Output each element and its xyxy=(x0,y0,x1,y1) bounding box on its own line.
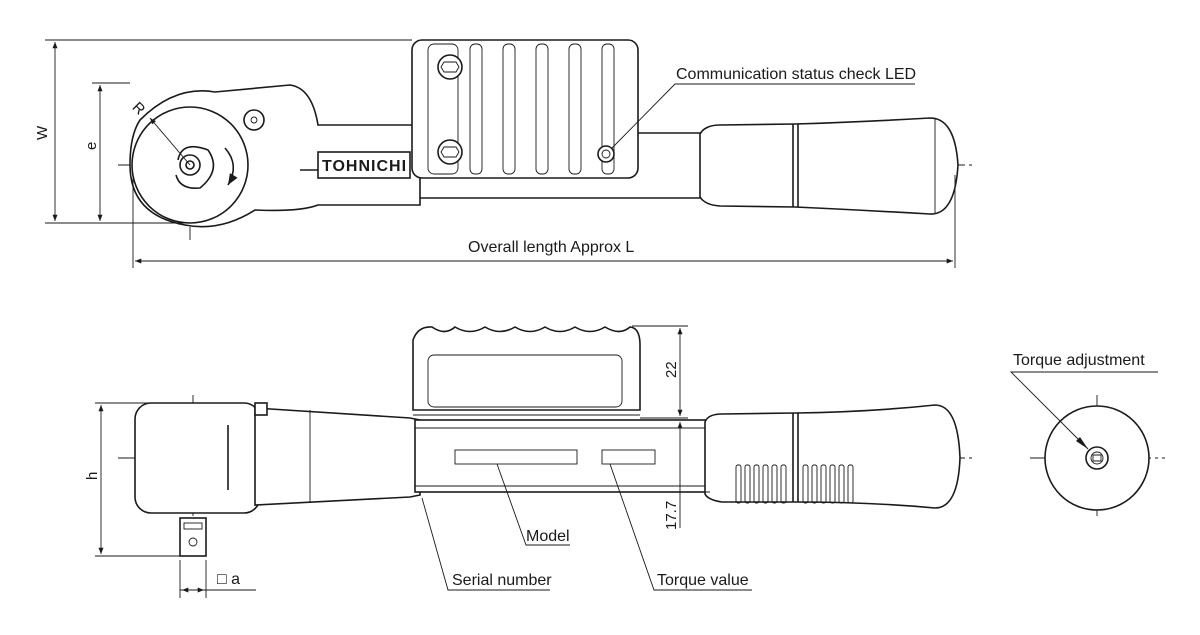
led-label: Communication status check LED xyxy=(676,66,916,83)
dim-22-label: 22 xyxy=(663,361,680,378)
torque-value-plate xyxy=(601,449,656,465)
square-a-label: □ a xyxy=(217,571,240,588)
ratchet-inner xyxy=(179,154,201,176)
torque-adjustment-label: Torque adjustment xyxy=(1013,352,1145,369)
side-head xyxy=(134,402,261,514)
torque-value-label: Torque value xyxy=(657,572,749,589)
top-grip xyxy=(699,117,959,215)
model-plate xyxy=(454,449,578,465)
rotation-arrow-icon xyxy=(224,147,238,186)
side-box xyxy=(412,326,641,411)
r-leader xyxy=(149,117,191,166)
overall-length-label: Overall length Approx L xyxy=(468,239,634,256)
serial-number-label: Serial number xyxy=(452,572,552,589)
screw-bottom-icon xyxy=(437,139,463,165)
led-icon xyxy=(597,145,615,163)
pin-circle xyxy=(243,109,265,131)
side-grip xyxy=(704,404,961,509)
end-view: Torque adjustment xyxy=(1009,352,1165,520)
serial-leader xyxy=(421,497,550,591)
e-label: e xyxy=(83,142,100,150)
torque-adjustment-leader xyxy=(1009,371,1158,450)
ratchet-core xyxy=(185,160,195,170)
side-box-window xyxy=(427,354,623,408)
side-view: h 22 17.7 □ a Model Serial number Torque… xyxy=(84,325,975,598)
top-view: TOHNICHI Communication status check LED xyxy=(34,39,975,268)
screw-top-icon xyxy=(437,54,463,80)
box-ribs xyxy=(427,43,615,175)
h-label: h xyxy=(84,472,101,480)
torque-adjustment-socket xyxy=(1085,446,1109,470)
grip-serrations xyxy=(735,464,854,504)
ratchet-lever xyxy=(175,145,215,190)
torque-value-leader xyxy=(609,463,752,591)
pin-core xyxy=(250,116,258,124)
brand-logo: TOHNICHI xyxy=(322,158,407,175)
side-shaft xyxy=(414,419,711,493)
w-label: W xyxy=(34,125,51,140)
model-leader xyxy=(496,463,570,546)
top-ratchet-head xyxy=(129,84,421,228)
model-label: Model xyxy=(526,528,570,545)
dim-17-7-label: 17.7 xyxy=(663,501,680,530)
led-leader xyxy=(611,83,915,149)
electronics-box xyxy=(411,39,639,179)
top-brand-plate xyxy=(317,151,411,179)
side-neck xyxy=(254,407,421,506)
